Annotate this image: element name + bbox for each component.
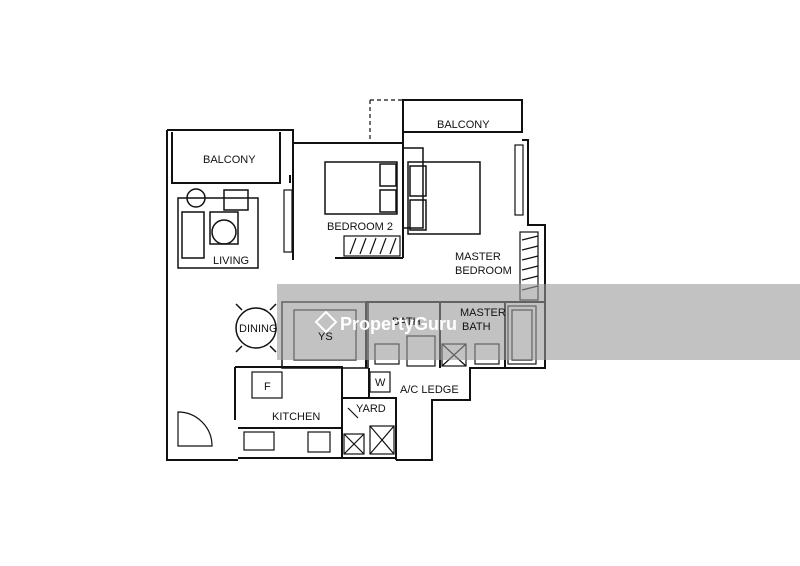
- bed-bedroom-2: [324, 161, 398, 215]
- propertyguru-logo: PropertyGuru: [314, 310, 457, 334]
- kitchen-fixtures: [243, 371, 395, 455]
- dashed-projection: [369, 99, 403, 140]
- living-furniture: [177, 188, 259, 269]
- label-balcony-right: BALCONY: [437, 119, 490, 131]
- label-kitchen: KITCHEN: [272, 411, 320, 423]
- label-master-bedroom-1: MASTER: [455, 251, 501, 263]
- label-ac-ledge: A/C LEDGE: [400, 384, 459, 396]
- label-fridge: F: [264, 381, 271, 393]
- label-store: YS: [318, 331, 333, 343]
- dining-set: [235, 303, 277, 353]
- label-dining: DINING: [239, 323, 278, 335]
- label-master-bath-1: MASTER: [460, 307, 506, 319]
- watermark-band: [277, 284, 800, 360]
- label-bedroom-2: BEDROOM 2: [327, 221, 393, 233]
- label-washer: W: [375, 377, 386, 389]
- wardrobe-master: [521, 235, 539, 291]
- wardrobe-bedroom-2: [343, 235, 401, 257]
- label-yard: YARD: [356, 403, 386, 415]
- bed-master: [402, 147, 481, 235]
- watermark-text: PropertyGuru: [340, 314, 457, 334]
- entry-door: [177, 411, 213, 447]
- label-balcony-left: BALCONY: [203, 154, 256, 166]
- label-bath: BATH: [392, 316, 421, 328]
- label-living: LIVING: [213, 255, 249, 267]
- label-master-bedroom-2: BEDROOM: [455, 265, 512, 277]
- label-master-bath-2: BATH: [462, 321, 491, 333]
- outer-walls: [166, 99, 546, 461]
